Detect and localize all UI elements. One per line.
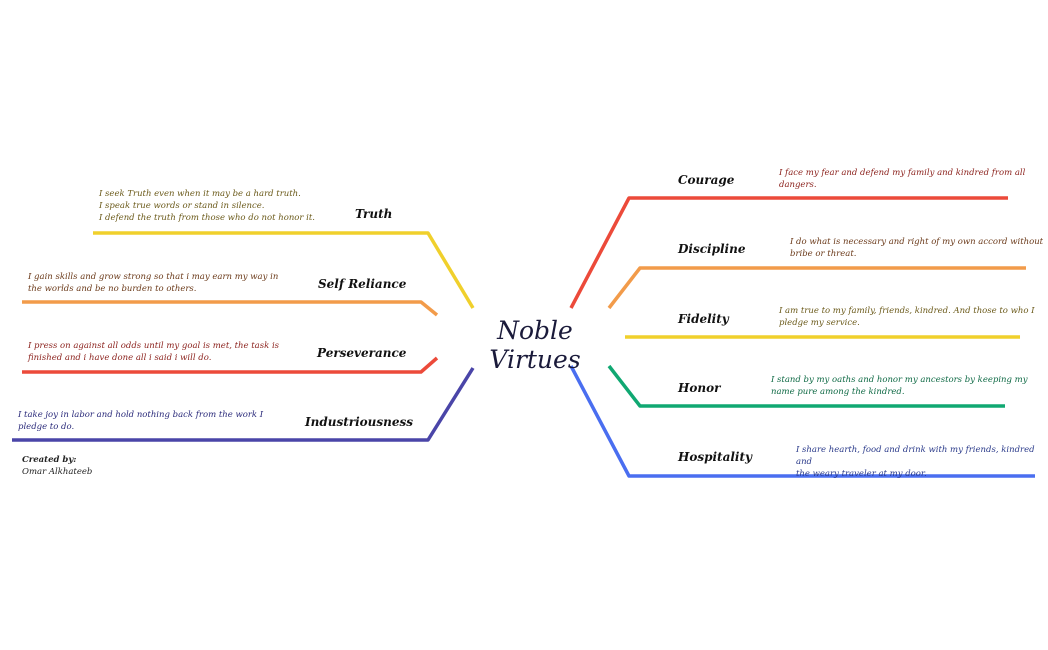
branch-description-self-reliance[interactable]: I gain skills and grow strong so that i … [28, 272, 279, 294]
branch-description-discipline[interactable]: I do what is necessary and right of my o… [790, 237, 1044, 259]
branch-description-truth[interactable]: I seek Truth even when it may be a hard … [99, 189, 316, 223]
branch-label-industriousness[interactable]: Industriousness [305, 415, 413, 429]
branch-label-perseverance[interactable]: Perseverance [317, 346, 407, 360]
branch-description-fidelity[interactable]: I am true to my family, friends, kindred… [779, 306, 1035, 328]
branch-description-hospitality[interactable]: I share hearth, food and drink with my f… [796, 445, 1035, 479]
branch-label-courage[interactable]: Courage [678, 173, 735, 187]
central-topic-title[interactable]: Noble Virtues [489, 316, 581, 374]
branch-label-discipline[interactable]: Discipline [678, 242, 746, 256]
credit-author: Omar Alkhateeb [22, 467, 93, 477]
branch-connector-perseverance [22, 356, 439, 374]
credit-heading: Created by: [22, 455, 77, 465]
branch-label-honor[interactable]: Honor [678, 381, 721, 395]
branch-label-hospitality[interactable]: Hospitality [678, 450, 752, 464]
branch-description-industriousness[interactable]: I take joy in labor and hold nothing bac… [18, 410, 264, 432]
branch-connector-discipline [607, 266, 1026, 310]
branch-label-truth[interactable]: Truth [355, 207, 393, 221]
branch-label-fidelity[interactable]: Fidelity [678, 312, 729, 326]
branch-connector-truth [93, 231, 475, 309]
branch-description-courage[interactable]: I face my fear and defend my family and … [779, 168, 1026, 190]
branch-connector-honor [607, 364, 1005, 408]
branch-connector-industriousness [12, 367, 475, 442]
branch-description-honor[interactable]: I stand by my oaths and honor my ancesto… [771, 375, 1028, 397]
branch-connector-hospitality [569, 365, 1035, 478]
branch-description-perseverance[interactable]: I press on against all odds until my goa… [28, 341, 280, 363]
branch-label-self-reliance[interactable]: Self Reliance [318, 277, 407, 291]
branch-connector-self-reliance [22, 300, 439, 317]
branch-connector-courage [569, 196, 1008, 309]
